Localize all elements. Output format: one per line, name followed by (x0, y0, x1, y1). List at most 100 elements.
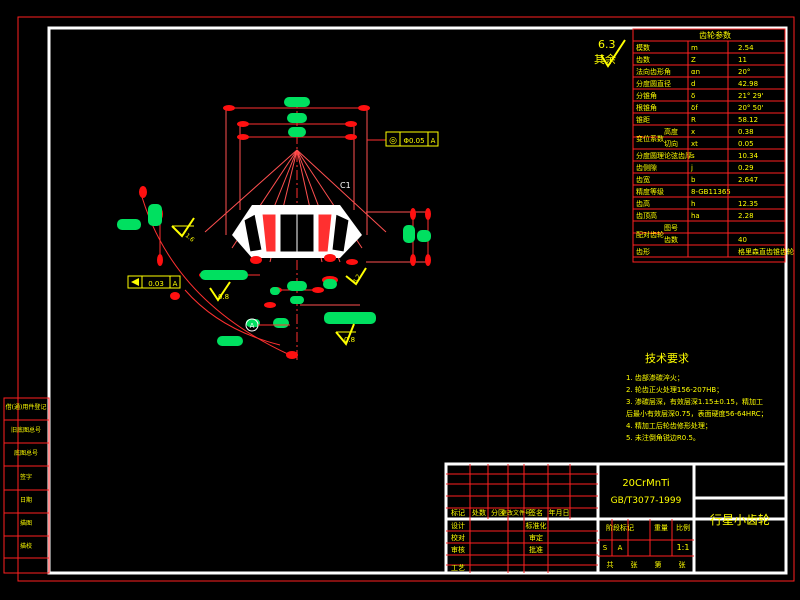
header-label: 更改文件号 (501, 509, 531, 517)
roughness-value: 0.8 (344, 336, 355, 344)
param-name: 模数 (636, 43, 650, 52)
param-value: 0.29 (738, 164, 754, 172)
left-strip-label: 日期 (20, 496, 32, 504)
scale-value: 1:1 (677, 543, 690, 552)
param-table-title: 齿轮参数 (699, 30, 731, 40)
roughness-symbols: 1.6 0.8 0.8 3.2 (171, 217, 367, 346)
runout-icon (131, 278, 139, 286)
param-symbol: ha (691, 212, 700, 220)
param-name: 齿高 (636, 199, 650, 208)
param-name: 切向 (664, 139, 678, 148)
param-symbol: s (691, 152, 695, 160)
left-strip-label: 签字 (20, 473, 32, 481)
header-label: 标记 (451, 508, 465, 517)
param-name: 法向齿形角 (636, 67, 671, 76)
sheet-label: 张 (679, 560, 686, 569)
tech-req-item: 4. 精加工后轮齿修形处理； (626, 421, 712, 430)
mid-label: 批准 (529, 545, 543, 554)
drawing-frame (47, 26, 788, 575)
param-value: 2.647 (738, 176, 758, 184)
param-value: 12.35 (738, 200, 758, 208)
param-symbol: xt (691, 140, 698, 148)
tech-req-item: 5. 未注倒角锐边R0.5。 (626, 433, 700, 442)
tech-req-item: 2. 轮齿正火处理156-207HB； (626, 385, 723, 394)
param-name: 分锥角 (636, 91, 657, 100)
param-name: 分度圆理论弦齿厚 (636, 151, 692, 160)
param-value: 格里森直齿锥齿轮 (738, 247, 794, 256)
param-symbol: δ (691, 92, 695, 100)
mid-label: 标准化 (526, 521, 547, 530)
left-strip-label: 描图 (20, 519, 32, 527)
param-symbol: R (691, 116, 696, 124)
param-symbol: j (690, 164, 693, 172)
stage-label: 阶段标记 (606, 523, 634, 532)
tolerance-frame-concentricity: ◎ Φ0.05 A (367, 131, 439, 147)
stage-mark: A (618, 544, 623, 552)
param-value: 2.54 (738, 44, 754, 52)
param-name: 锥距 (636, 115, 650, 124)
title-block: 20CrMnTi GB/T3077-1999 行星小齿轮 标记 处数 分区 更改… (444, 462, 788, 575)
technical-requirements: 技术要求 1. 齿部渗碳淬火；2. 轮齿正火处理156-207HB；3. 渗碳层… (626, 352, 768, 442)
stage-label: 重量 (654, 524, 668, 532)
param-value: 0.38 (738, 128, 754, 136)
header-label: 处数 (472, 508, 486, 517)
row-label: 设计 (451, 521, 465, 530)
param-symbol: Z (691, 56, 696, 64)
param-name: 齿顶高 (636, 211, 657, 220)
sheet-label: 共 (607, 560, 614, 569)
datum-marker: A (245, 318, 290, 332)
dimension-values (117, 97, 431, 346)
param-value: 11 (738, 56, 747, 64)
param-value: 20° (738, 68, 750, 76)
tolerance-value: Φ0.05 (403, 137, 424, 145)
gear-section (232, 205, 362, 258)
param-value: 10.34 (738, 152, 759, 160)
sheet-label: 第 (655, 560, 662, 569)
left-strip-label: 描校 (20, 542, 32, 550)
param-name: 齿形 (636, 248, 650, 256)
roughness-check-icon (600, 39, 626, 68)
row-label: 审核 (451, 545, 465, 554)
param-name: 精度等级 (636, 187, 664, 196)
param-name: 分度圆直径 (636, 79, 671, 88)
left-strip-label: 底图总号 (14, 449, 38, 457)
param-value: 2.28 (738, 212, 754, 220)
header-label: 分区 (491, 508, 505, 517)
surface-finish-rest: 其余 6.3 (594, 38, 626, 68)
part-name: 行星小齿轮 (710, 513, 770, 527)
outer-sheet-border (17, 16, 795, 582)
tech-req-item: 3. 渗碳层深，有效层深1.15±0.15，精加工 (626, 397, 763, 406)
concentricity-icon: ◎ (389, 136, 397, 146)
param-symbol: δf (691, 104, 698, 112)
param-value: 58.12 (738, 116, 758, 124)
roughness-value: 0.8 (218, 293, 229, 301)
param-group-label: 变位系数 (636, 134, 664, 143)
chamfer-label: C1 (340, 181, 351, 190)
stage-label: 比例 (676, 523, 690, 532)
roughness-value: 3.2 (352, 273, 363, 285)
material-label: 20CrMnTi (622, 478, 669, 489)
tolerance-datum: A (173, 280, 178, 288)
roughness-value: 1.6 (184, 232, 196, 244)
left-strip-label: 旧底图总号 (11, 426, 41, 434)
param-name: 图号 (664, 224, 678, 232)
param-value: 0.05 (738, 140, 754, 148)
left-strip: 借(通)用件登记 旧底图总号 底图总号 签字 日期 描图 描校 (3, 397, 50, 574)
param-symbol: αn (691, 68, 700, 76)
tech-req-title: 技术要求 (645, 352, 689, 365)
param-name: 根锥角 (636, 103, 657, 112)
param-symbol: b (691, 176, 696, 184)
param-symbol: 8-GB11365 (691, 188, 731, 196)
surface-finish-value: 6.3 (598, 38, 616, 51)
param-name: 齿数 (664, 235, 678, 244)
material-standard: GB/T3077-1999 (611, 496, 682, 506)
row-label: 工艺 (451, 564, 465, 572)
tech-req-item: 后最小有效层深0.75，表面硬度56-64HRC； (626, 409, 768, 418)
param-symbol: h (691, 200, 695, 208)
param-name: 齿侧隙 (636, 163, 657, 172)
tolerance-value: 0.03 (148, 280, 164, 288)
param-value: 21° 29' (738, 92, 764, 100)
left-strip-label: 借(通)用件登记 (6, 403, 47, 411)
param-value: 40 (738, 236, 747, 244)
